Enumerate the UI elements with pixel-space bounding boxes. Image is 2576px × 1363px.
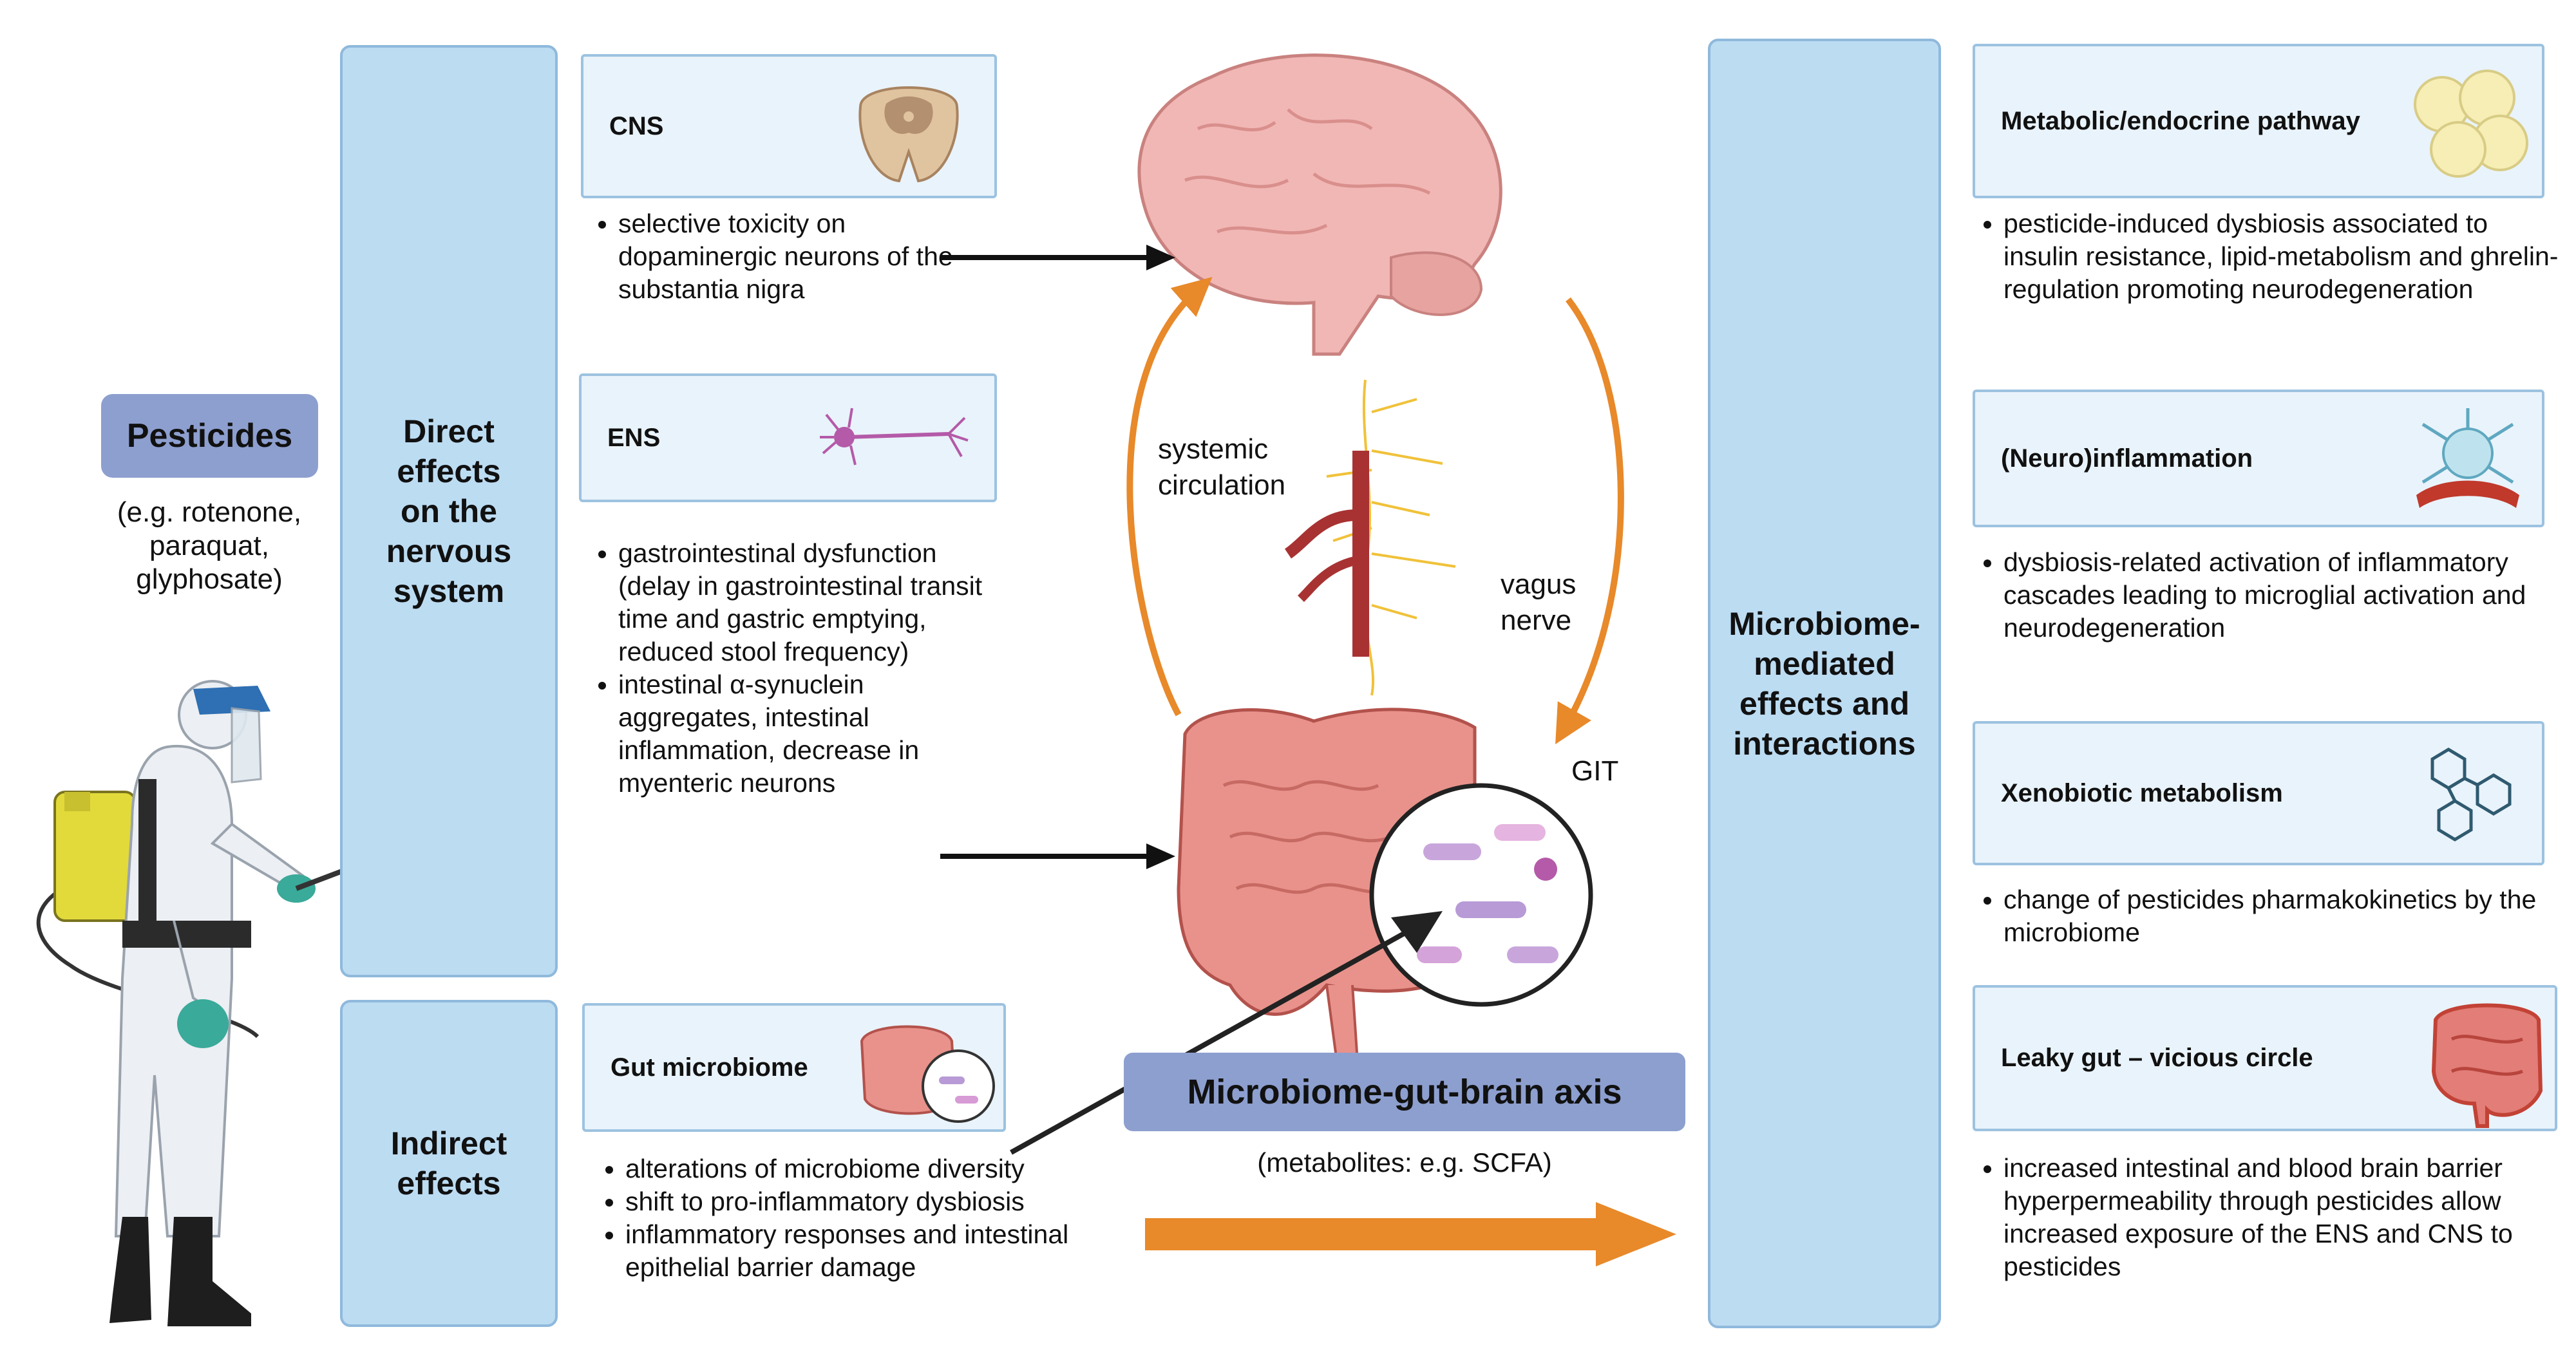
blood-vessel-icon [1284, 451, 1369, 657]
cns-title: CNS [609, 111, 664, 140]
metabolites-label: (metabolites: e.g. SCFA) [1257, 1147, 1552, 1178]
ens-card: ENS [579, 373, 997, 502]
spinal-cord-icon [858, 86, 959, 183]
adipocyte-icon [2414, 70, 2528, 178]
gut-bullet: inflammatory responses and intestinal ep… [625, 1218, 1173, 1284]
neuroinflammation-bullet: dysbiosis-related activation of inflamma… [2003, 546, 2564, 644]
pesticides-examples: (e.g. rotenone, paraquat, glyphosate) [117, 496, 302, 595]
molecule-icon [2430, 747, 2512, 841]
neuron-icon [820, 408, 969, 465]
microbiome-arrow [1010, 911, 1443, 1155]
xenobiotic-bullet: change of pesticides pharmakokinetics by… [2003, 883, 2564, 949]
cns-bullet: selective toxicity on dopaminergic neuro… [618, 207, 979, 306]
pesticides-text: Pesticides [126, 417, 293, 455]
brain-icon [1137, 53, 1502, 356]
metabolic-bullets: pesticide-induced dysbiosis associated t… [1966, 207, 2564, 306]
direct-effects-label: Direct effects on the nervous system [386, 413, 512, 609]
vagus-nerve-label: vagus nerve [1501, 569, 1577, 636]
gut-bullet: alterations of microbiome diversity [625, 1152, 1173, 1185]
direct-effects-box: Direct effects on the nervous system [340, 45, 558, 977]
bacteria-magnifier-icon [1369, 783, 1593, 1007]
microbiome-gut-brain-axis-label: Microbiome-gut-brain axis [1124, 1053, 1685, 1131]
microglia-icon [2416, 408, 2519, 508]
leaky-gut-title: Leaky gut – vicious circle [2001, 1044, 2313, 1072]
ens-bullets: gastrointestinal dysfunction (delay in g… [581, 537, 1005, 800]
metabolic-pathway-title: Metabolic/endocrine pathway [2001, 106, 2360, 135]
cns-bullets: selective toxicity on dopaminergic neuro… [581, 207, 979, 306]
xenobiotic-card: Xenobiotic metabolism [1973, 721, 2544, 865]
ens-title: ENS [607, 423, 661, 452]
inflamed-intestine-icon [2431, 1003, 2543, 1128]
microbiome-mediated-label: Microbiome-mediated effects and interact… [1728, 605, 1920, 762]
gut-bullet: shift to pro-inflammatory dysbiosis [625, 1185, 1173, 1218]
ens-bullet: intestinal α-synuclein aggregates, intes… [618, 668, 1005, 800]
leaky-gut-card: Leaky gut – vicious circle [1973, 985, 2557, 1131]
xenobiotic-title: Xenobiotic metabolism [2001, 778, 2283, 807]
leaky-gut-bullet: increased intestinal and blood brain bar… [2003, 1152, 2564, 1283]
gut-microbiome-card: Gut microbiome [582, 1003, 1006, 1132]
gut-microbiome-bullets: alterations of microbiome diversity shif… [588, 1152, 1173, 1284]
leaky-gut-bullets: increased intestinal and blood brain bar… [1966, 1152, 2564, 1283]
cns-card: CNS [581, 54, 997, 198]
indirect-effects-label: Indirect effects [390, 1125, 507, 1201]
neuroinflammation-card: (Neuro)inflammation [1973, 390, 2544, 527]
indirect-effects-box: Indirect effects [340, 1000, 558, 1327]
neuroinflammation-bullets: dysbiosis-related activation of inflamma… [1966, 546, 2564, 644]
metabolic-pathway-card: Metabolic/endocrine pathway [1973, 44, 2544, 198]
metabolic-bullet: pesticide-induced dysbiosis associated t… [2003, 207, 2564, 306]
gut-microbiome-icon [860, 1025, 995, 1123]
pesticides-label: Pesticides [101, 394, 318, 478]
axis-text: Microbiome-gut-brain axis [1187, 1073, 1622, 1111]
systemic-circulation-label: systemic circulation [1158, 433, 1286, 501]
gut-microbiome-title: Gut microbiome [611, 1053, 808, 1082]
git-label: GIT [1571, 755, 1619, 787]
sprayer-person-illustration [36, 680, 354, 1326]
xenobiotic-bullets: change of pesticides pharmakokinetics by… [1966, 883, 2564, 949]
big-orange-arrow [1145, 1202, 1676, 1266]
ens-bullet: gastrointestinal dysfunction (delay in g… [618, 537, 1005, 668]
vagus-nerve-icon [1326, 379, 1456, 696]
ens-arrow [940, 843, 1175, 869]
microbiome-mediated-box: Microbiome-mediated effects and interact… [1708, 39, 1941, 1328]
cns-arrow [940, 245, 1175, 270]
neuroinflammation-title: (Neuro)inflammation [2001, 444, 2253, 473]
